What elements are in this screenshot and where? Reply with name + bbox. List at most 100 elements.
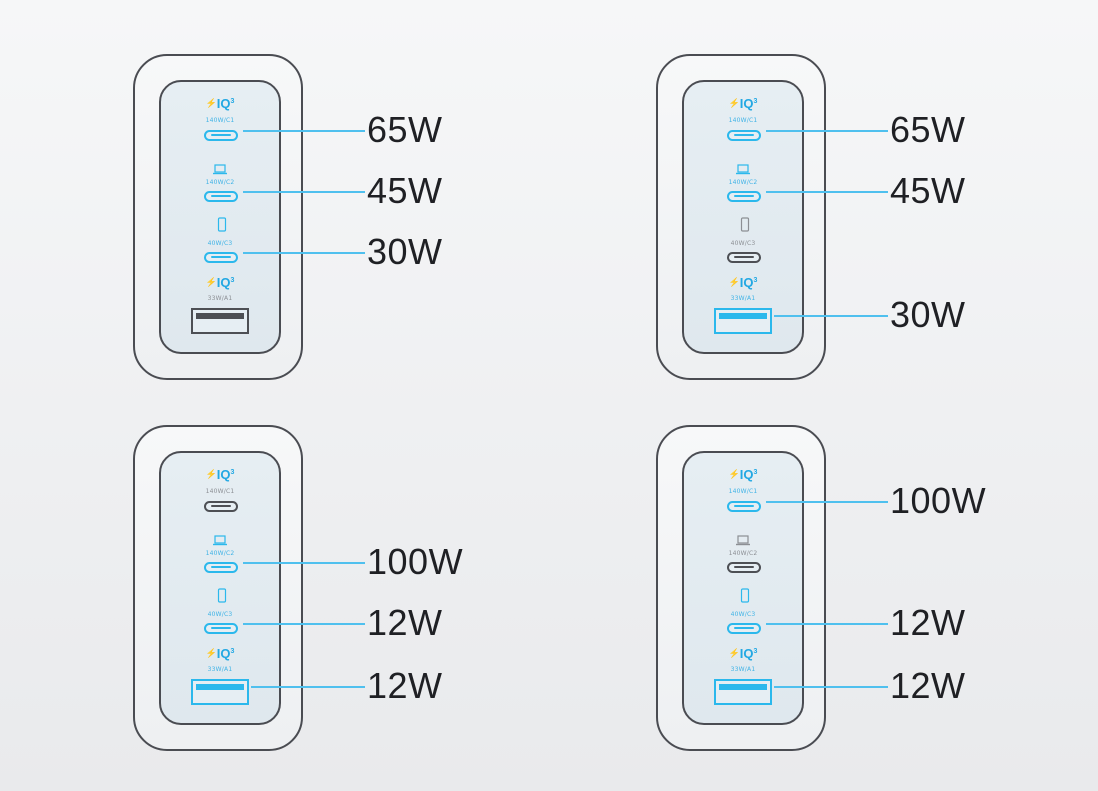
iq-logo-text: IQ [216,467,231,482]
phone-icon [217,217,227,237]
iq-logo-version: 3 [753,469,758,476]
iq-logo-text: IQ [739,646,754,661]
port-caption-c3: 40W/C3 [207,240,233,247]
laptop-icon [212,533,228,551]
usb-c-port-c3 [727,623,761,634]
port-caption-a1: 33W/A1 [207,295,233,302]
usb-c-port-c2 [727,562,761,573]
iq-logo-text: IQ [739,275,754,290]
leader-line [243,130,365,132]
usb-c-port-c3 [204,623,238,634]
wattage-label: 12W [890,665,966,706]
usb-a-port [191,308,249,334]
usb-c-port-c3 [204,252,238,263]
iq-logo: ⚡IQ3 [684,95,802,111]
wattage-label: 65W [367,109,443,150]
iq-logo-version: 3 [230,648,235,655]
usb-c-port-c1 [204,130,238,141]
port-caption-a1: 33W/A1 [207,666,233,673]
port-caption-c2: 140W/C2 [205,550,235,557]
port-caption-c3: 40W/C3 [207,611,233,618]
usb-a-port [714,308,772,334]
phone-icon [740,588,750,608]
iq-logo-version: 3 [753,98,758,105]
port-caption-c1: 140W/C1 [728,117,758,124]
iq-logo-text: IQ [739,96,754,111]
lightning-bolt-icon: ⚡ [728,648,740,658]
wattage-label: 12W [890,602,966,643]
iq-logo: ⚡IQ3 [161,466,279,482]
iq-logo-text: IQ [216,646,231,661]
wattage-label: 12W [367,602,443,643]
leader-line [766,501,888,503]
lightning-bolt-icon: ⚡ [728,469,740,479]
port-caption-c1: 140W/C1 [205,488,235,495]
iq-logo-version: 3 [230,469,235,476]
port-caption-c3: 40W/C3 [730,611,756,618]
usb-c-port-c3 [727,252,761,263]
iq-logo-version: 3 [753,648,758,655]
wattage-label: 45W [367,170,443,211]
iq-logo-version: 3 [753,277,758,284]
wattage-label: 30W [890,294,966,335]
usb-c-port-c1 [204,501,238,512]
iq-logo-text: IQ [739,467,754,482]
usb-c-port-c1 [727,501,761,512]
lightning-bolt-icon: ⚡ [728,277,740,287]
iq-logo-text: IQ [216,96,231,111]
leader-line [243,623,365,625]
wattage-label: 65W [890,109,966,150]
wattage-label: 100W [890,480,987,521]
laptop-icon [735,533,751,551]
usb-c-port-c1 [727,130,761,141]
port-caption-c2: 140W/C2 [728,179,758,186]
leader-line [243,252,365,254]
iq-logo-text: IQ [216,275,231,290]
leader-line [774,315,888,317]
iq-logo: ⚡IQ3 [684,466,802,482]
phone-icon [217,588,227,608]
iq-logo-version: 3 [230,98,235,105]
port-caption-a1: 33W/A1 [730,295,756,302]
port-caption-a1: 33W/A1 [730,666,756,673]
leader-line [766,623,888,625]
port-caption-c2: 140W/C2 [728,550,758,557]
port-caption-c1: 140W/C1 [728,488,758,495]
iq-logo: ⚡IQ3 [684,274,802,290]
usb-a-port [191,679,249,705]
leader-line [251,686,365,688]
lightning-bolt-icon: ⚡ [205,469,217,479]
leader-line [243,562,365,564]
port-caption-c2: 140W/C2 [205,179,235,186]
laptop-icon [735,162,751,180]
leader-line [774,686,888,688]
port-caption-c3: 40W/C3 [730,240,756,247]
iq-logo-version: 3 [230,277,235,284]
lightning-bolt-icon: ⚡ [205,277,217,287]
laptop-icon [212,162,228,180]
iq-logo: ⚡IQ3 [161,274,279,290]
usb-c-port-c2 [727,191,761,202]
leader-line [766,191,888,193]
lightning-bolt-icon: ⚡ [205,98,217,108]
iq-logo: ⚡IQ3 [161,95,279,111]
port-caption-c1: 140W/C1 [205,117,235,124]
phone-icon [740,217,750,237]
wattage-label: 30W [367,231,443,272]
wattage-label: 45W [890,170,966,211]
wattage-label: 12W [367,665,443,706]
lightning-bolt-icon: ⚡ [205,648,217,658]
leader-line [243,191,365,193]
iq-logo: ⚡IQ3 [684,645,802,661]
